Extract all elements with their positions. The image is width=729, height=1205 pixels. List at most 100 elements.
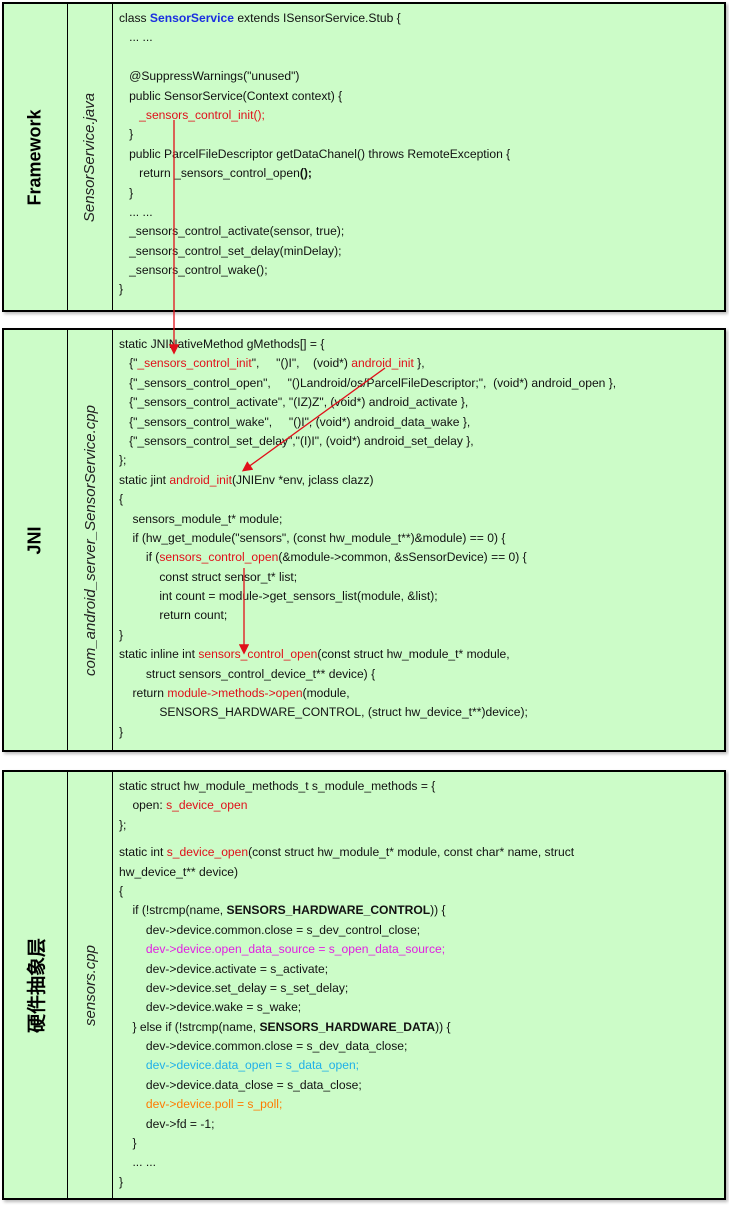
code-line: { [119, 490, 724, 509]
code-line: hw_device_t** device) [119, 863, 724, 882]
layer-name: JNI [24, 525, 45, 555]
code-line: }; [119, 451, 724, 470]
file-name-cell: com_android_server_SensorService.cpp [68, 330, 113, 750]
code-token: dev->fd = -1; [119, 1116, 215, 1131]
code-line: _sensors_control_wake(); [119, 261, 724, 280]
code-line: {"_sensors_control_init", "()I", (void*)… [119, 354, 724, 373]
code-line: }; [119, 816, 724, 835]
code-line: const struct sensor_t* list; [119, 568, 724, 587]
code-line: } [119, 280, 724, 299]
code-token: const struct sensor_t* list; [119, 569, 298, 584]
code-line: static JNINativeMethod gMethods[] = { [119, 335, 724, 354]
code-token: return count; [119, 608, 228, 623]
code-token: sensors_control_open [198, 647, 318, 662]
code-line: dev->fd = -1; [119, 1115, 724, 1134]
code-line: SENSORS_HARDWARE_CONTROL, (struct hw_dev… [119, 703, 724, 722]
code-token: {"_sensors_control_open", "()Landroid/os… [119, 375, 617, 390]
code-token: (JNIEnv *env, jclass clazz) [231, 472, 374, 487]
code-line: {"_sensors_control_set_delay","(I)I", (v… [119, 432, 724, 451]
code-line: class SensorService extends ISensorServi… [119, 9, 724, 28]
code-line: public ParcelFileDescriptor getDataChane… [119, 145, 724, 164]
layer-label-cell: 硬件抽象层 [4, 772, 68, 1198]
code-line: dev->device.common.close = s_dev_data_cl… [119, 1037, 724, 1056]
code-line: public SensorService(Context context) { [119, 87, 724, 106]
code-line: ... ... [119, 203, 724, 222]
code-token: SENSORS_HARDWARE_CONTROL [226, 903, 431, 918]
code-token: dev->device.open_data_source = s_open_da… [119, 942, 446, 957]
code-token [119, 108, 139, 122]
code-token: dev->device.data_close = s_data_close; [119, 1077, 362, 1092]
code-token: } [119, 724, 124, 739]
blank-gap [119, 835, 724, 843]
code-line: return count; [119, 606, 724, 625]
code-token: ... ... [119, 30, 153, 45]
code-token: sensors_control_open [159, 550, 279, 565]
file-name-cell: sensors.cpp [68, 772, 113, 1198]
code-line: sensors_module_t* module; [119, 510, 724, 529]
code-line: static inline int sensors_control_open(c… [119, 645, 724, 664]
layer-label-cell: Framework [4, 4, 68, 310]
code-line: _sensors_control_init(); [119, 106, 724, 125]
code-line: dev->device.wake = s_wake; [119, 998, 724, 1017]
code-line: _sensors_control_set_delay(minDelay); [119, 242, 724, 261]
code-line: _sensors_control_activate(sensor, true); [119, 222, 724, 241]
code-token: public ParcelFileDescriptor getDataChane… [119, 146, 511, 161]
code-token: ", "()I", (void*) [251, 356, 352, 371]
code-token: { [119, 492, 124, 507]
code-token: } [119, 185, 134, 200]
code-token: open: [119, 798, 167, 813]
code-token: _sensors_control_init [137, 356, 252, 371]
code-token: )) { [430, 903, 446, 918]
layer-name: Framework [25, 108, 46, 206]
code-token: (module, [302, 686, 350, 701]
code-token: { [119, 883, 124, 898]
file-name-cell: SensorService.java [68, 4, 113, 310]
code-line: dev->device.set_delay = s_set_delay; [119, 979, 724, 998]
code-line: if (sensors_control_open(&module->common… [119, 548, 724, 567]
code-line: dev->device.common.close = s_dev_control… [119, 921, 724, 940]
code-line: {"_sensors_control_wake", "()I", (void*)… [119, 413, 724, 432]
code-token: static int [119, 845, 167, 860]
code-line: dev->device.poll = s_poll; [119, 1095, 724, 1114]
code-token: SENSORS_HARDWARE_CONTROL, (struct hw_dev… [119, 705, 528, 720]
code-token: return _sensors_control_open [119, 166, 300, 181]
code-token: dev->device.set_delay = s_set_delay; [119, 980, 349, 995]
code-token: dev->device.poll = s_poll; [119, 1097, 283, 1112]
code-line: static jint android_init(JNIEnv *env, jc… [119, 471, 724, 490]
code-token: } [119, 627, 124, 642]
code-token: _sensors_control_init(); [139, 107, 265, 122]
code-token: SensorService [149, 11, 234, 25]
code-line: } [119, 626, 724, 645]
code-token: if (hw_get_module("sensors", (const hw_m… [119, 530, 506, 545]
code-line: dev->device.data_close = s_data_close; [119, 1076, 724, 1095]
code-token: )) { [435, 1019, 451, 1034]
code-token: sensors_module_t* module; [119, 511, 283, 526]
code-token: ... ... [119, 1155, 156, 1170]
code-token: {"_sensors_control_wake", "()I", (void*)… [119, 414, 471, 429]
code-token: return [119, 686, 168, 701]
code-token: @SuppressWarnings("unused") [119, 69, 300, 84]
code-line: int count = module->get_sensors_list(mod… [119, 587, 724, 606]
code-token: static jint [119, 472, 170, 487]
code-line: ... ... [119, 1153, 724, 1172]
file-name: com_android_server_SensorService.cpp [81, 404, 99, 676]
framework-panel: Framework SensorService.java class Senso… [2, 2, 726, 312]
layer-label-cell: JNI [4, 330, 68, 750]
code-token: hw_device_t** device) [119, 864, 238, 879]
code-line: return _sensors_control_open(); [119, 164, 724, 183]
code-token: (const struct hw_module_t* module, const… [248, 845, 575, 860]
code-token: struct sensors_control_device_t** device… [119, 666, 376, 681]
code-token: ... ... [119, 204, 153, 219]
code-token: _sensors_control_set_delay(minDelay); [119, 243, 342, 258]
code-token: (&module->common, &sSensorDevice) == 0) … [278, 550, 527, 565]
code-line: struct sensors_control_device_t** device… [119, 665, 724, 684]
code-token: dev->device.common.close = s_dev_data_cl… [119, 1039, 408, 1054]
code-token: android_init [351, 356, 414, 371]
code-token: if ( [119, 550, 160, 565]
code-token: }; [119, 453, 127, 468]
code-line: } [119, 723, 724, 742]
code-token: {" [119, 356, 138, 371]
code-token: class [119, 11, 150, 25]
code-line: ... ... [119, 28, 724, 47]
code-line: } [119, 125, 724, 144]
